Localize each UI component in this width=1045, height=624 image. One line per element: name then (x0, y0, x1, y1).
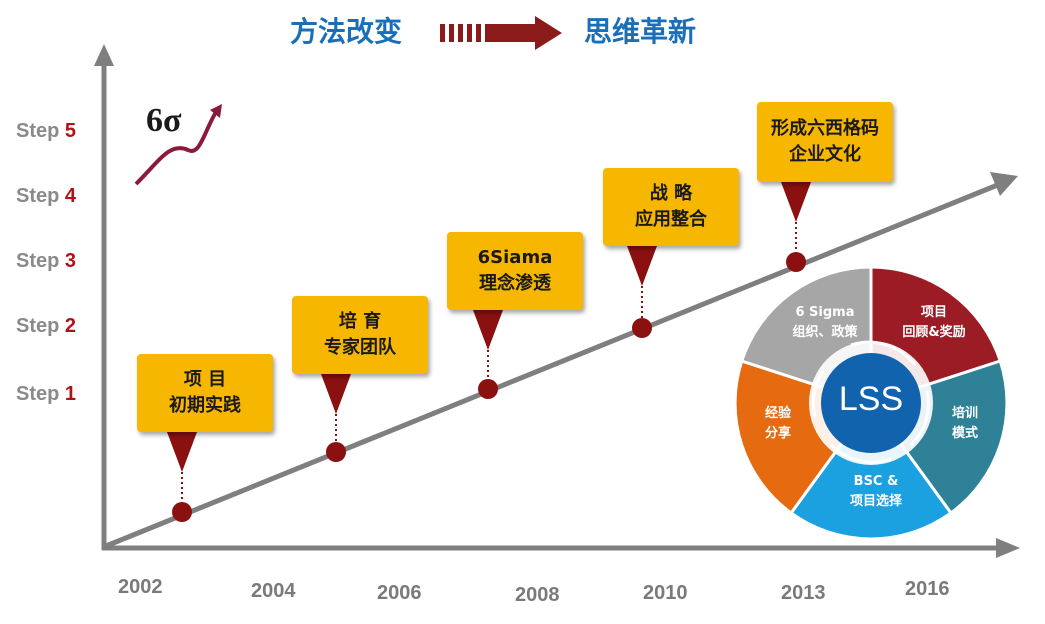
year-label-2008: 2008 (515, 584, 560, 606)
transition-arrow-icon (440, 16, 562, 50)
milestone-1-title: 项 目 (183, 369, 227, 390)
header-right-title: 思维革新 (584, 15, 697, 48)
milestone-1-subtitle: 初期实践 (169, 395, 241, 416)
lss-wheel (733, 265, 1009, 541)
wheel-label-review: 项目回顾&奖励 (902, 305, 966, 340)
milestone-5-subtitle: 企业文化 (789, 144, 861, 165)
milestone-box-3: 6Siama 理念渗透 (447, 232, 583, 310)
growth-trend-line (105, 181, 1001, 549)
x-axis-arrow-icon (996, 538, 1020, 558)
milestone-pin-5 (781, 182, 811, 272)
milestone-box-1: 项 目 初期实践 (137, 354, 273, 432)
year-label-2010: 2010 (643, 582, 688, 604)
milestone-3-title: 6Siama (477, 247, 553, 268)
year-label-2004: 2004 (251, 580, 296, 602)
milestone-box-5: 形成六西格码 企业文化 (757, 102, 893, 182)
milestone-pin-3 (473, 310, 503, 399)
milestone-4-subtitle: 应用整合 (635, 209, 707, 230)
wheel-label-training: 培训模式 (951, 406, 978, 441)
year-label-2013: 2013 (781, 582, 826, 604)
y-axis-arrow-icon (94, 44, 114, 66)
year-label-2016: 2016 (905, 578, 950, 600)
six-sigma-logo-icon (134, 104, 222, 186)
wheel-label-sharing: 经验分享 (764, 406, 791, 441)
step-label-5: Step 5 (16, 120, 77, 142)
step-label-2: Step 2 (16, 315, 77, 337)
milestone-2-title: 培 育 (338, 311, 382, 332)
year-label-2006: 2006 (377, 582, 422, 604)
milestone-2-subtitle: 专家团队 (324, 337, 396, 358)
year-label-2002: 2002 (118, 576, 163, 598)
milestone-pin-4 (627, 246, 657, 338)
step-label-3: Step 3 (16, 250, 77, 272)
wheel-label-bsc: BSC &项目选择 (849, 474, 902, 509)
milestone-pin-2 (321, 374, 351, 462)
wheel-segment-bsc (789, 400, 953, 541)
six-sigma-logo-text: 6σ (146, 102, 182, 139)
milestone-box-2: 培 育 专家团队 (292, 296, 428, 374)
step-label-4: Step 4 (16, 185, 77, 207)
growth-arrow-icon (990, 172, 1018, 196)
step-label-1: Step 1 (16, 383, 77, 405)
header-left-title: 方法改变 (290, 15, 403, 48)
milestone-4-title: 战 略 (649, 183, 693, 204)
milestone-box-4: 战 略 应用整合 (603, 168, 739, 246)
milestone-3-subtitle: 理念渗透 (479, 273, 551, 294)
milestone-5-title: 形成六西格码 (771, 118, 879, 139)
wheel-center-label: LSS (838, 379, 904, 418)
milestone-pin-1 (167, 432, 197, 522)
